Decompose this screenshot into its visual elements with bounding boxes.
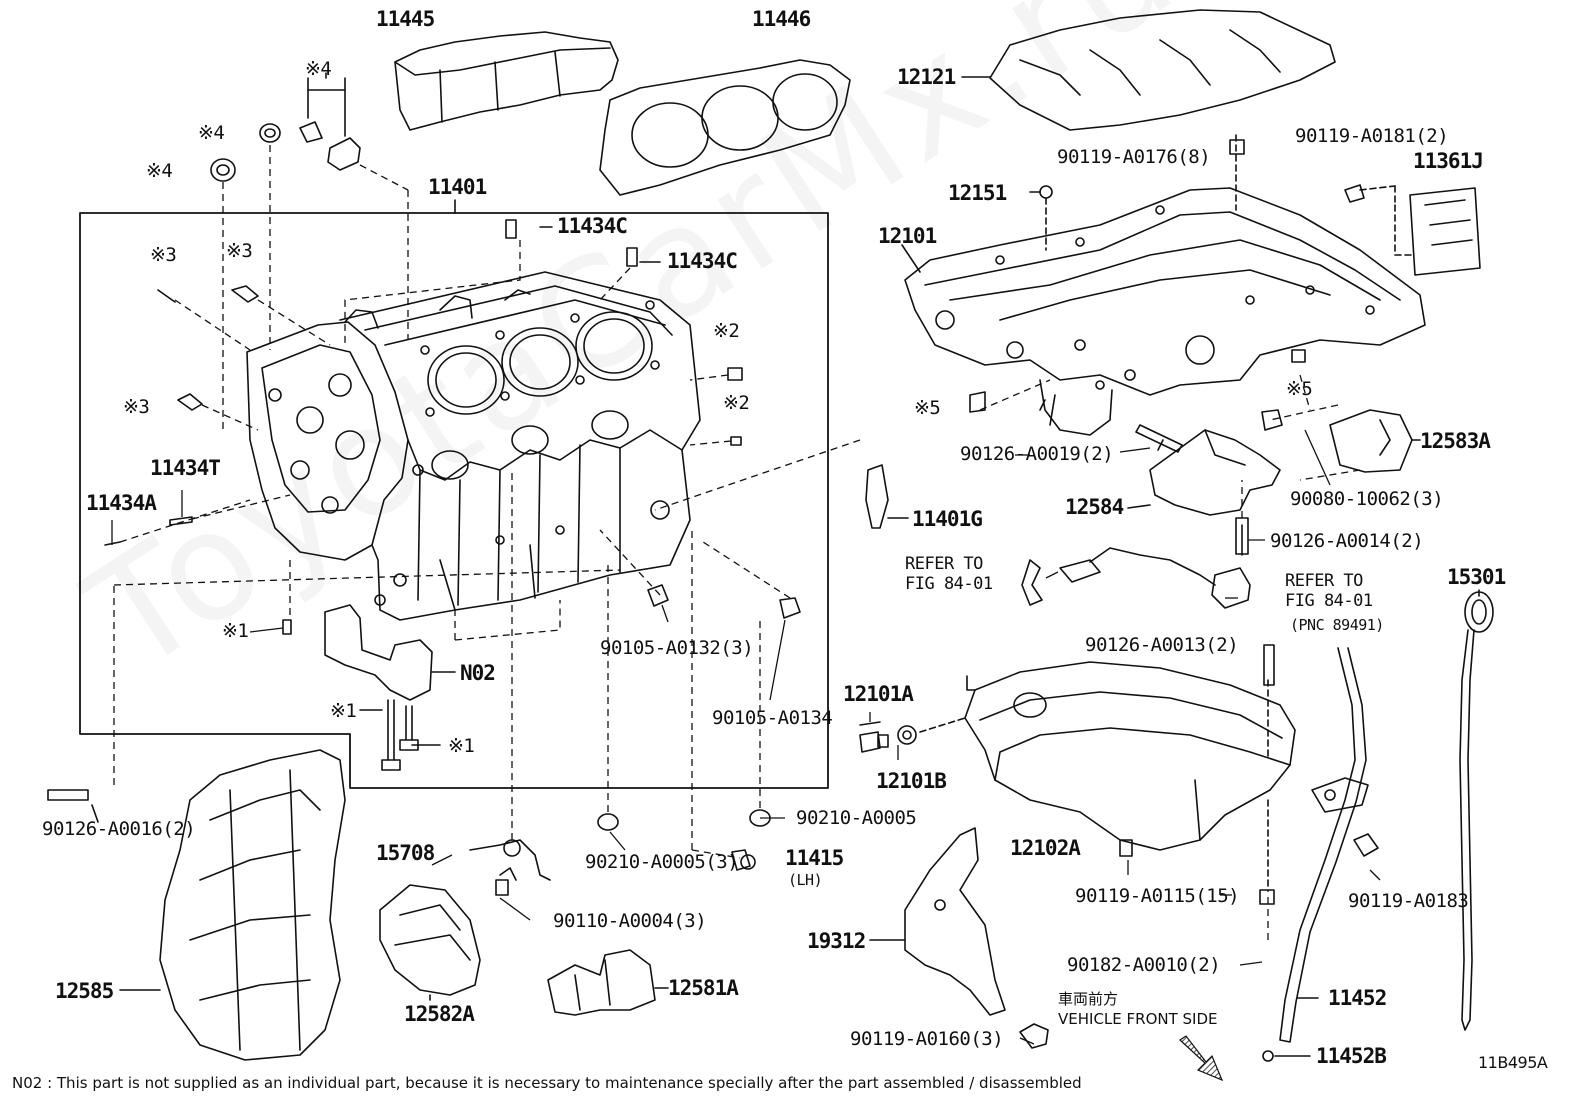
label-90126-a0019: 90126-A0019(2) <box>960 443 1114 465</box>
marker-2-b: ※2 <box>723 392 750 414</box>
label-90119-a0115: 90119-A0115(15) <box>1075 885 1240 907</box>
footnote-n02: N02 : This part is not supplied as an in… <box>12 1074 1082 1092</box>
front-arrow <box>1179 1035 1224 1082</box>
sensor-harness <box>1021 547 1251 609</box>
vehicle-front-jp: 車両前方 <box>1058 990 1119 1008</box>
label-11401g: 11401G <box>912 507 983 531</box>
vehicle-front-en: VEHICLE FRONT SIDE <box>1058 1010 1218 1028</box>
label-11434c-b: 11434C <box>667 249 738 273</box>
label-12101: 12101 <box>878 224 937 248</box>
label-12581a: 12581A <box>668 976 739 1000</box>
label-12101a: 12101A <box>843 682 914 706</box>
label-90105-a0134: 90105-A0134 <box>712 707 833 729</box>
refer-fig-2-line1: REFER TO <box>1285 571 1363 591</box>
label-90105-a0132: 90105-A0132(3) <box>600 637 754 659</box>
marker-4-top: ※4 <box>305 58 332 80</box>
label-15708: 15708 <box>376 841 435 865</box>
label-90119-a0160: 90119-A0160(3) <box>850 1028 1004 1050</box>
label-11415-lh: (LH) <box>788 871 823 889</box>
label-15301: 15301 <box>1447 565 1506 589</box>
marker-5-b: ※5 <box>914 397 941 419</box>
marker-5-a: ※5 <box>1286 378 1313 400</box>
marker-3-b: ※3 <box>150 244 177 266</box>
refer-fig-1-line2: FIG 84-01 <box>905 574 993 594</box>
label-12585: 12585 <box>55 979 114 1003</box>
label-11446: 11446 <box>752 7 811 31</box>
part-12584 <box>1149 429 1281 516</box>
marker-4-a: ※4 <box>198 122 225 144</box>
marker-3-a: ※3 <box>226 240 253 262</box>
label-90119-a0183: 90119-A0183 <box>1348 890 1469 912</box>
label-90080-10062: 90080-10062(3) <box>1290 488 1444 510</box>
label-90126-a0014: 90126-A0014(2) <box>1270 530 1424 552</box>
part-11452 <box>1279 647 1369 1043</box>
part-12585 <box>159 749 346 1061</box>
part-11446 <box>599 59 851 196</box>
marker-4-b: ※4 <box>146 160 173 182</box>
part-12581a <box>547 949 656 1016</box>
label-12151: 12151 <box>948 181 1007 205</box>
part-11445 <box>394 31 619 131</box>
part-12583a <box>1329 409 1413 473</box>
label-90182-a0010: 90182-A0010(2) <box>1067 954 1221 976</box>
label-90126-a0013: 90126-A0013(2) <box>1085 634 1239 656</box>
marker-1-b: ※1 <box>330 700 357 722</box>
label-90119-a0181: 90119-A0181(2) <box>1295 125 1449 147</box>
cylinder-block-drawing <box>246 271 701 621</box>
part-12102a <box>964 661 1296 851</box>
label-19312: 19312 <box>807 929 866 953</box>
diagram-code: 11B495A <box>1478 1053 1548 1072</box>
label-90119-a0176: 90119-A0176(8) <box>1057 146 1211 168</box>
marker-2-a: ※2 <box>713 320 740 342</box>
label-90210-a0005-a: 90210-A0005 <box>796 807 917 829</box>
label-11401: 11401 <box>428 175 487 199</box>
label-90110-a0004: 90110-A0004(3) <box>553 910 707 932</box>
main-bolts <box>381 699 419 771</box>
part-11361j <box>1409 187 1481 276</box>
label-n02: N02 <box>460 661 496 685</box>
refer-fig-1-line1: REFER TO <box>905 554 983 574</box>
part-12121 <box>989 9 1336 131</box>
marker-1-a: ※1 <box>222 620 249 642</box>
label-12101b: 12101B <box>876 769 947 793</box>
label-11445: 11445 <box>376 7 435 31</box>
refer-fig-2-pnc: (PNC 89491) <box>1290 616 1384 634</box>
label-12584: 12584 <box>1065 495 1124 519</box>
label-11434c-a: 11434C <box>557 214 628 238</box>
label-90126-a0016: 90126-A0016(2) <box>42 818 196 840</box>
label-12582a: 12582A <box>404 1002 475 1026</box>
label-11434a: 11434A <box>86 491 157 515</box>
label-12583a: 12583A <box>1420 429 1491 453</box>
label-90210-a0005-b: 90210-A0005(3) <box>585 851 739 873</box>
refer-fig-2-line2: FIG 84-01 <box>1285 591 1373 611</box>
part-19312 <box>904 827 1006 1016</box>
part-n02 <box>324 604 433 701</box>
label-12102a: 12102A <box>1010 836 1081 860</box>
part-12101 <box>904 187 1426 436</box>
marker-3-c: ※3 <box>123 396 150 418</box>
block-frame <box>79 212 829 789</box>
part-15301 <box>1459 591 1494 1031</box>
label-11452b: 11452B <box>1316 1044 1387 1068</box>
marker-1-c: ※1 <box>448 735 475 757</box>
part-12582a <box>379 884 481 996</box>
label-11415: 11415 <box>785 846 844 870</box>
label-11452: 11452 <box>1328 986 1387 1010</box>
label-11361j: 11361J <box>1413 149 1484 173</box>
label-12121: 12121 <box>897 65 956 89</box>
label-11434t: 11434T <box>150 456 221 480</box>
